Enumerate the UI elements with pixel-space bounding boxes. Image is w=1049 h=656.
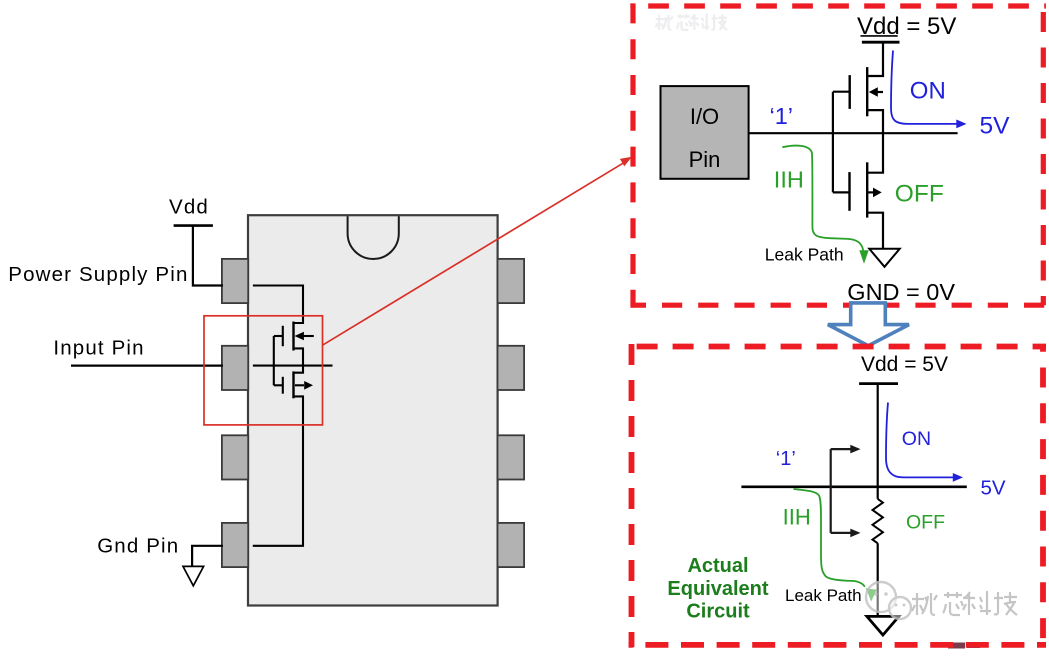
svg-text:Vdd: Vdd xyxy=(169,196,209,219)
svg-text:ON: ON xyxy=(902,428,931,450)
svg-text:OFF: OFF xyxy=(895,180,944,207)
svg-text:IIH: IIH xyxy=(774,166,804,192)
svg-text:Leak Path: Leak Path xyxy=(785,586,862,605)
svg-text:Input Pin: Input Pin xyxy=(53,337,144,360)
svg-text:5V: 5V xyxy=(980,112,1011,139)
svg-text:IIH: IIH xyxy=(783,505,811,530)
svg-text:GND = 0V: GND = 0V xyxy=(847,279,955,305)
svg-text:Power Supply Pin: Power Supply Pin xyxy=(8,263,188,286)
svg-text:Leak Path: Leak Path xyxy=(765,245,844,265)
svg-text:I/O: I/O xyxy=(690,104,719,129)
svg-text:‘1’: ‘1’ xyxy=(770,103,794,129)
svg-text:Gnd Pin: Gnd Pin xyxy=(97,535,179,558)
svg-text:Pin: Pin xyxy=(689,147,721,172)
svg-text:Actual: Actual xyxy=(687,555,748,577)
svg-text:OFF: OFF xyxy=(906,511,945,533)
svg-text:5V: 5V xyxy=(981,476,1006,499)
svg-text:Circuit: Circuit xyxy=(686,601,750,623)
svg-text:Vdd = 5V: Vdd = 5V xyxy=(861,353,948,376)
svg-text:ON: ON xyxy=(910,78,946,105)
svg-text:‘1’: ‘1’ xyxy=(776,448,796,470)
svg-text:Equivalent: Equivalent xyxy=(667,578,768,600)
